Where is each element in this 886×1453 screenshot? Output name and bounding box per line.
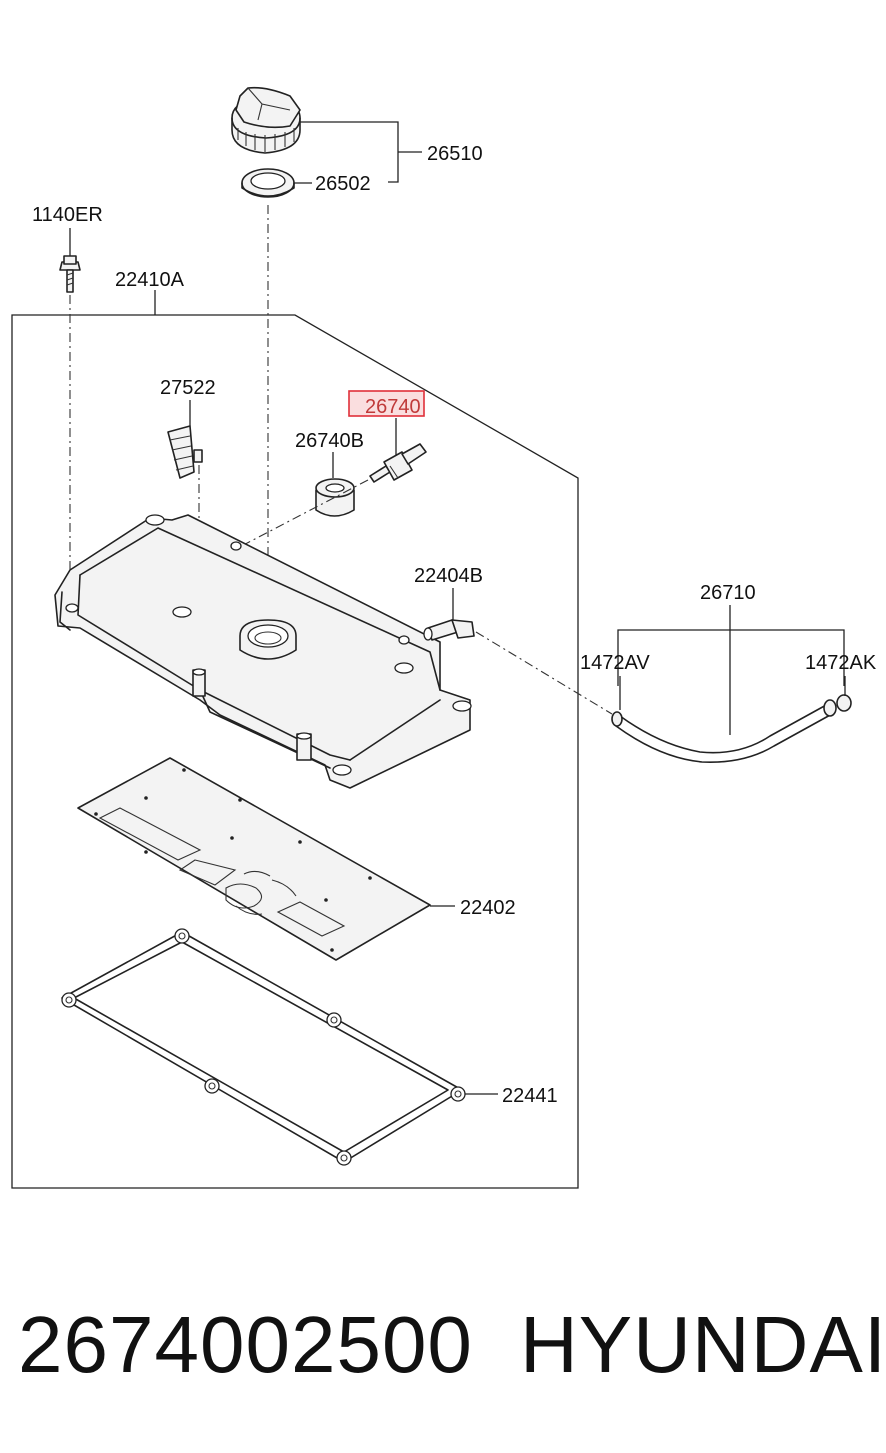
label-22402: 22402: [460, 897, 516, 919]
label-22410A: 22410A: [115, 269, 185, 291]
brand-name: HYUNDAI: [520, 1300, 886, 1389]
pcv-valve: [369, 443, 427, 483]
leader-26710: [617, 629, 845, 686]
label-26740B: 26740B: [295, 430, 364, 452]
part-number: 2674002500: [18, 1300, 473, 1389]
cover-bolt: [59, 255, 81, 293]
centerline-pcv: [229, 479, 369, 553]
label-1472AK: 1472AK: [805, 652, 877, 674]
assembly-bracket-frame: [11, 314, 579, 1189]
centerline-breather: [475, 631, 613, 715]
breather-hose: [611, 694, 852, 763]
cover-gasket: [61, 928, 466, 1166]
valve-cover: [54, 514, 472, 789]
breather-fitting: [423, 619, 475, 641]
highlight-box-26740: [348, 390, 425, 417]
filler-cap-gasket: [241, 168, 295, 198]
label-26502: 26502: [315, 173, 371, 195]
label-26740: 26740: [365, 396, 421, 418]
baffle-plate: [77, 757, 431, 961]
label-26710: 26710: [700, 582, 756, 604]
harness-clip: [167, 425, 203, 479]
label-1140ER: 1140ER: [32, 204, 103, 226]
label-27522: 27522: [160, 377, 216, 399]
label-26510: 26510: [427, 143, 483, 165]
label-1472AV: 1472AV: [580, 652, 650, 674]
label-22441: 22441: [502, 1085, 558, 1107]
oil-filler-cap: [231, 86, 301, 154]
pcv-grommet: [315, 478, 355, 517]
label-22404B: 22404B: [414, 565, 483, 587]
